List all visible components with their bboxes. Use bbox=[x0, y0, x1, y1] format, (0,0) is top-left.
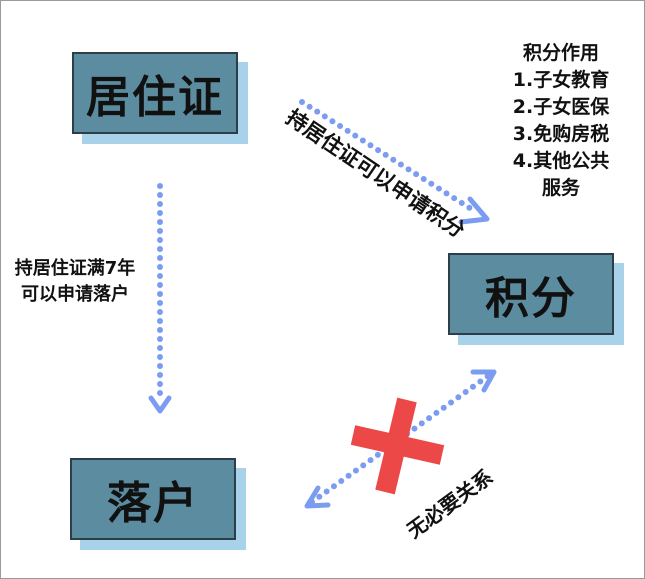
points-usage-item: 2.子女医保 bbox=[512, 96, 610, 118]
edge-label-line-2: 可以申请落户 bbox=[21, 284, 129, 305]
points-usage-item: 3.免购房税 bbox=[512, 123, 610, 145]
points-label: 积分 bbox=[448, 253, 614, 335]
residence-permit-label: 居住证 bbox=[72, 52, 238, 134]
cross-mark-icon bbox=[350, 397, 445, 495]
points-usage-item: 1.子女教育 bbox=[512, 69, 610, 91]
arrow-permit-to-points bbox=[299, 99, 490, 225]
points-usage-item: 服务 bbox=[541, 177, 580, 199]
edge-label-line-1: 持居住证满7年 bbox=[14, 258, 136, 279]
points-usage-panel: 积分作用 1.子女教育 2.子女医保 3.免购房税 4.其他公共 服务 bbox=[476, 40, 645, 202]
points-usage-title: 积分作用 bbox=[522, 42, 599, 64]
points-usage-item: 4.其他公共 bbox=[512, 150, 610, 172]
arrow-permit-to-settlement bbox=[148, 183, 172, 414]
edge-label-permit-to-settlement: 持居住证满7年 可以申请落户 bbox=[0, 256, 150, 308]
settlement-label: 落户 bbox=[70, 458, 236, 540]
